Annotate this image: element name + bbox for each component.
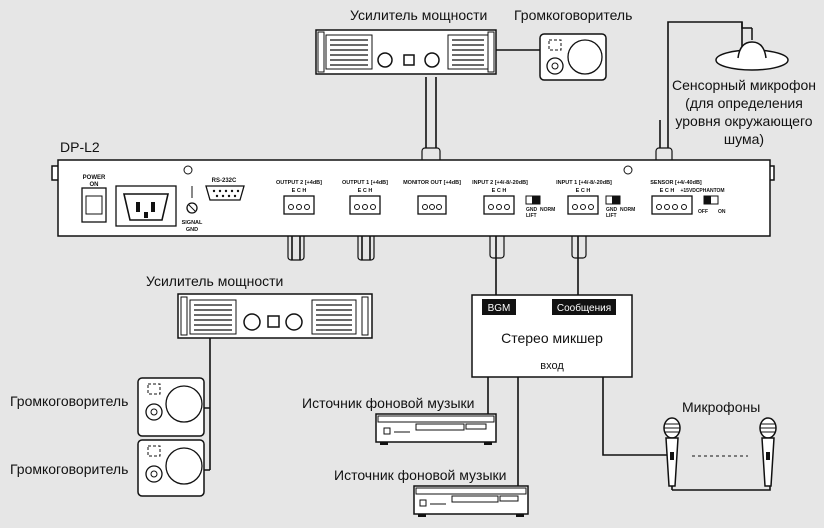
terminal-output1 [349,195,381,215]
gnd-lift-2-line1: GND [526,207,538,213]
messages-tag-text: Сообщения [557,302,611,314]
sensor-voltage: +15VDC [680,188,699,194]
gnd-lift-2-line2: LIFT [526,213,537,219]
bgm-source-1 [375,413,497,445]
bgm-source-1-label: Источник фоновой музыки [302,395,474,411]
stereo-mixer [471,294,633,378]
screw-icon [183,165,193,175]
bgm-source-2-label: Источник фоновой музыки [334,467,506,483]
device-name: DP-L2 [60,139,100,155]
knob-icon [243,313,261,331]
rs232-label: RS-232C [212,178,237,184]
sensor-pins: E C H [660,188,675,194]
signal-gnd-line1: SIGNAL [182,220,203,226]
output1-pins: E C H [358,188,373,194]
screw-icon [623,165,633,175]
sensor-mic-label-2: (для определения [685,95,803,111]
phantom-switch [703,195,719,205]
gnd-lift-switch-2 [525,195,541,205]
monitor-out-label: MONITOR OUT [+4dB] [403,180,461,186]
amp-top-label: Усилитель мощности [350,7,487,23]
messages-tag [552,299,616,315]
ac-inlet [115,185,177,227]
knob-icon [424,52,440,68]
knob-icon [285,313,303,331]
phantom-label: PHANTOM [699,188,724,194]
norm-1: NORM [620,207,635,213]
dp-l2-device [51,159,775,237]
phantom-off: OFF [698,209,708,215]
input2-pins: E C H [492,188,507,194]
sensor-mic-label-3: уровня окружающего [675,113,812,129]
terminal-sensor [651,195,693,215]
speaker-bottom-1 [137,377,205,437]
bgm-tag-text: BGM [488,303,511,314]
microphone-2 [759,417,777,487]
output1-label: OUTPUT 1 [+4dB] [342,180,388,186]
power-amplifier-bottom [177,293,373,339]
input2-label: INPUT 2 [+4/-8/-20dB] [472,180,528,186]
bgm-tag [482,299,516,315]
sensor-mic-label-4: шума) [724,131,764,147]
wire-amp-to-speakers [204,336,211,471]
amp-bottom-label: Усилитель мощности [146,273,283,289]
phantom-on: ON [718,209,726,215]
wire-mics [602,376,771,491]
input1-pins: E C H [576,188,591,194]
terminal-monitor-out [417,195,447,215]
norm-2: NORM [540,207,555,213]
power-label: POWER [83,175,106,181]
mixer-input-label: вход [540,360,564,372]
speaker-bottom-2 [137,439,205,497]
power-state: ON [90,182,99,188]
knob-icon [377,52,393,68]
power-amplifier-top [315,29,497,75]
gnd-lift-1-line1: GND [606,207,618,213]
signal-gnd-line2: GND [186,227,198,233]
gnd-lift-switch-1 [605,195,621,205]
input1-label: INPUT 1 [+4/-8/-20dB] [556,180,612,186]
speaker-bottom-2-label: Громкоговоритель [10,461,128,477]
mixer-title: Стерео микшер [501,330,603,346]
terminal-input1 [567,195,599,215]
signal-gnd-terminal [186,202,198,214]
bgm-source-2 [413,485,529,517]
text-labels: Усилитель мощности Громкоговоритель Сенс… [10,7,816,483]
gnd-lift-1-line2: LIFT [606,213,617,219]
output2-label: OUTPUT 2 [+4dB] [276,180,322,186]
speaker-top-label: Громкоговоритель [514,7,632,23]
terminal-output2 [283,195,315,215]
wire-sensor-mic [667,21,743,148]
terminal-input2 [483,195,515,215]
rs232-port [205,185,245,201]
power-switch [81,187,107,223]
output2-pins: E C H [292,188,307,194]
wire-monitor-to-amp-a [425,77,437,148]
sensor-microphone [715,22,789,71]
speaker-bottom-1-label: Громкоговоритель [10,393,128,409]
microphone-1 [663,417,681,487]
speaker-top [539,33,607,81]
sensor-mic-label-1: Сенсорный микрофон [672,77,816,93]
sensor-label: SENSOR [+4/-40dB] [650,180,702,186]
microphones-label: Микрофоны [682,399,760,415]
